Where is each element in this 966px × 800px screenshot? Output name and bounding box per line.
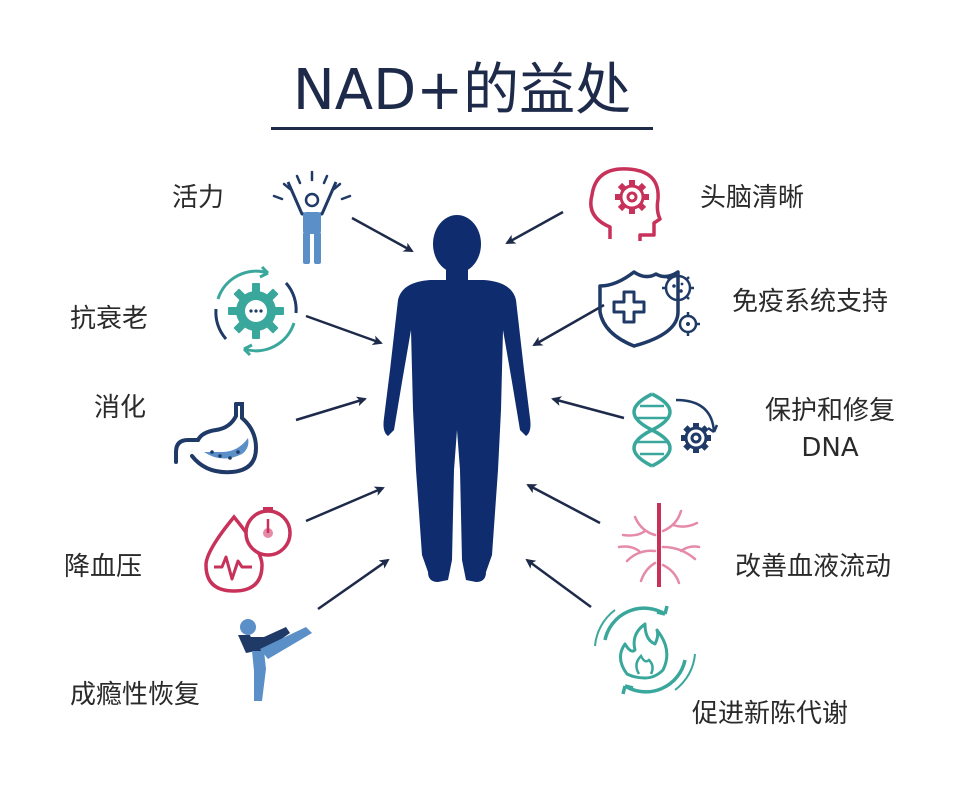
arrow-vitality	[351, 216, 414, 253]
human-body-silhouette	[383, 215, 531, 582]
arrow-blood-flow	[526, 483, 601, 525]
label-metabolism: 促进新陈代谢	[692, 699, 849, 729]
flame-cycle-icon	[594, 605, 696, 695]
person-cheering-icon	[272, 170, 352, 264]
dna-gear-icon	[632, 392, 719, 468]
label-mental-clarity: 头脑清晰	[700, 183, 805, 213]
label-blood-flow: 改善血液流动	[735, 552, 892, 582]
head-gear-icon	[589, 167, 662, 241]
arrow-addiction-recovery	[317, 558, 390, 611]
arrows	[295, 210, 625, 611]
gear-cycle-icon	[214, 265, 298, 357]
arrow-metabolism	[525, 558, 592, 609]
label-immune-support: 免疫系统支持	[732, 287, 889, 317]
label-vitality: 活力	[172, 183, 225, 213]
arrow-mental-clarity	[505, 210, 564, 245]
diagram-title: NAD+的益处	[292, 58, 632, 123]
label-addiction-recovery: 成瘾性恢复	[70, 680, 201, 710]
label-anti-aging: 抗衰老	[70, 304, 149, 334]
blood-drop-gauge-icon	[204, 507, 292, 593]
label-dna-repair-line2: DNA	[801, 433, 859, 463]
arrow-dna-repair	[551, 396, 625, 420]
arrow-immune-support	[532, 303, 605, 347]
title-underline	[271, 127, 653, 130]
label-blood-pressure: 降血压	[64, 552, 143, 582]
label-digestion: 消化	[94, 393, 147, 423]
arrow-anti-aging	[305, 314, 383, 345]
label-dna-repair-line1: 保护和修复	[764, 396, 895, 426]
arrow-blood-pressure	[305, 486, 385, 523]
arrow-digestion	[295, 396, 367, 422]
stomach-icon	[174, 402, 259, 475]
shield-virus-icon	[598, 270, 700, 348]
martial-arts-kick-icon	[238, 619, 312, 701]
blood-vessel-icon	[617, 503, 701, 587]
